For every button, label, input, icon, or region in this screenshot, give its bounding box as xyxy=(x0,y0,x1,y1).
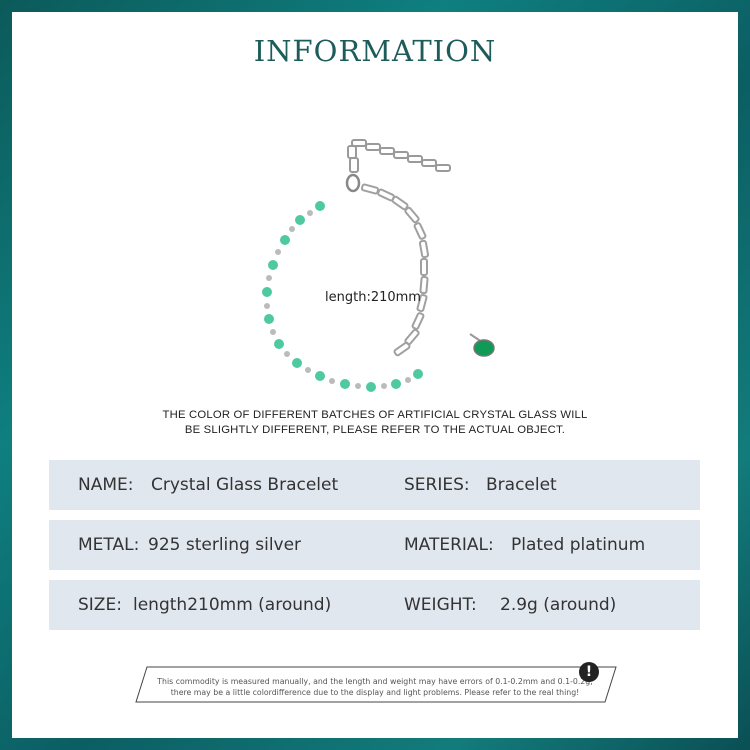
bracelet-image xyxy=(262,139,495,392)
metal-value: 925 sterling silver xyxy=(148,535,302,555)
name-label: NAME: xyxy=(78,475,134,495)
note-frame xyxy=(135,666,617,703)
extender-chain xyxy=(347,139,451,173)
color-disclaimer: THE COLOR OF DIFFERENT BATCHES OF ARTIFI… xyxy=(0,408,750,438)
series-value: Bracelet xyxy=(486,475,557,495)
warning-icon: ! xyxy=(579,662,599,682)
name-value: Crystal Glass Bracelet xyxy=(151,475,339,495)
disclaimer-line-2: BE SLIGHTLY DIFFERENT, PLEASE REFER TO T… xyxy=(184,424,566,436)
note-line-2: there may be a little colordifference du… xyxy=(170,688,580,697)
spec-row-metal: METAL: 925 sterling silver MATERIAL: Pla… xyxy=(49,520,700,570)
series-label: SERIES: xyxy=(404,475,470,495)
metal-label: METAL: xyxy=(78,535,140,555)
disclaimer-line-1: THE COLOR OF DIFFERENT BATCHES OF ARTIFI… xyxy=(162,409,588,421)
clasp-icon xyxy=(345,173,361,193)
paperclip-chain xyxy=(360,183,430,357)
note-line-1: This commodity is measured manually, and… xyxy=(157,677,593,686)
spec-row-name: NAME: Crystal Glass Bracelet SERIES: Bra… xyxy=(49,460,700,510)
material-value: Plated platinum xyxy=(511,535,646,555)
weight-value: 2.9g (around) xyxy=(500,595,617,615)
size-label: SIZE: xyxy=(78,595,122,615)
size-value: length210mm (around) xyxy=(133,595,332,615)
bead-strand xyxy=(262,201,423,392)
page-title: INFORMATION xyxy=(253,34,497,68)
weight-label: WEIGHT: xyxy=(404,595,477,615)
length-label: length:210mm xyxy=(325,290,421,305)
measurement-note: This commodity is measured manually, and… xyxy=(150,676,600,698)
emerald-pendant-icon xyxy=(473,339,495,357)
material-label: MATERIAL: xyxy=(404,535,494,555)
spec-row-size: SIZE: length210mm (around) WEIGHT: 2.9g … xyxy=(49,580,700,630)
